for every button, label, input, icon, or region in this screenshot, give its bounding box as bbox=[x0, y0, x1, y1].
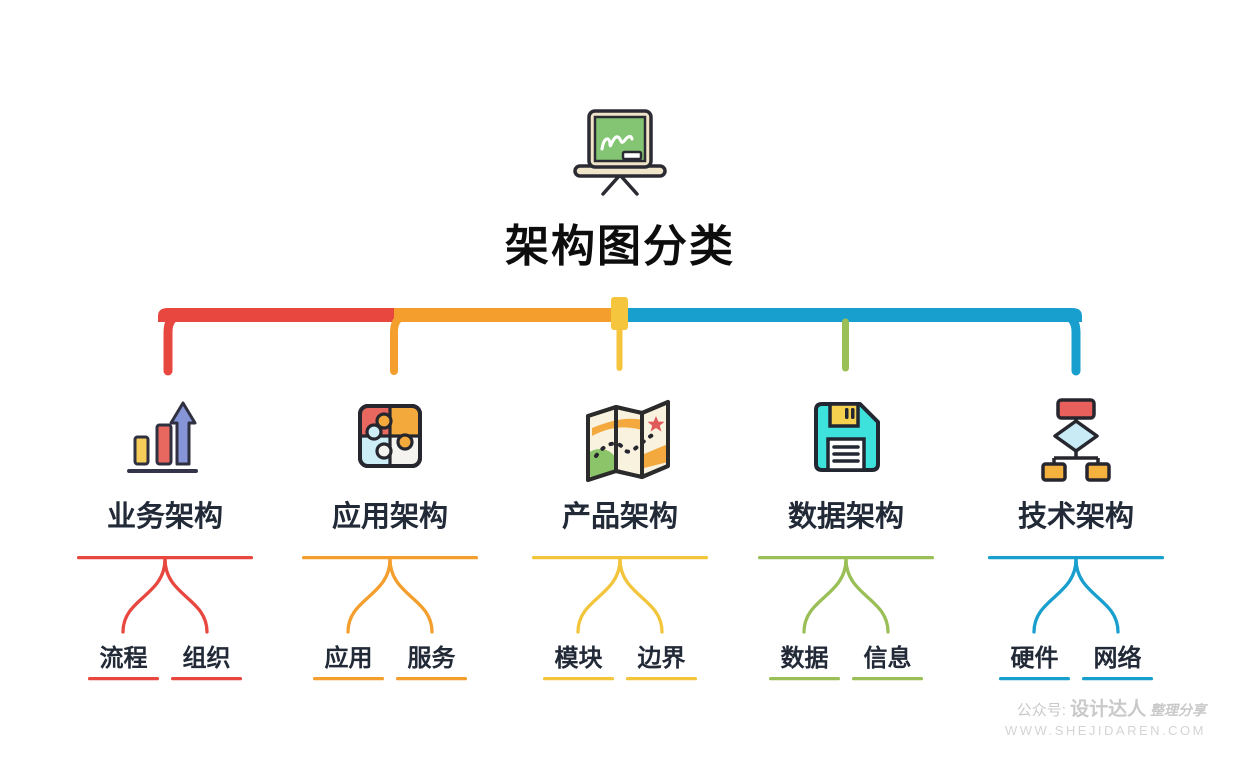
branch-fork bbox=[77, 556, 253, 681]
child-underline bbox=[543, 677, 614, 681]
root-connector bbox=[158, 297, 1082, 376]
branch-data: 数据架构 数据 信息 bbox=[756, 392, 936, 692]
watermark-brand: 设计达人 bbox=[1070, 699, 1147, 720]
child-underline bbox=[171, 677, 242, 681]
bar-chart-icon bbox=[127, 401, 198, 473]
child-label: 组织 bbox=[182, 645, 231, 672]
branch-fork bbox=[758, 556, 934, 681]
watermark-prefix: 公众号: bbox=[1016, 702, 1071, 719]
connector-segment-middle bbox=[394, 308, 614, 322]
child-label: 边界 bbox=[637, 645, 686, 672]
child-label: 硬件 bbox=[1010, 645, 1059, 672]
connector-segment-right bbox=[628, 308, 1082, 322]
puzzle-icon bbox=[358, 404, 422, 468]
branch-fork bbox=[988, 556, 1164, 681]
fork-curve-right bbox=[618, 557, 664, 634]
fork-curve-left bbox=[576, 557, 622, 634]
child-label: 流程 bbox=[99, 645, 148, 672]
child-underline bbox=[313, 677, 384, 681]
child-underline bbox=[396, 677, 467, 681]
fork-curve-left bbox=[121, 557, 167, 634]
child-underline bbox=[999, 677, 1070, 681]
floppy-disk-icon bbox=[814, 402, 880, 472]
fork-curve-left bbox=[346, 557, 392, 634]
branch-label: 应用架构 bbox=[331, 501, 448, 533]
child-label: 服务 bbox=[407, 645, 456, 672]
fork-curve-right bbox=[163, 557, 209, 634]
child-label: 数据 bbox=[780, 645, 829, 672]
watermark-url: WWW.SHEJIDAREN.COM bbox=[1005, 723, 1206, 738]
child-label: 模块 bbox=[554, 645, 603, 672]
child-label: 信息 bbox=[863, 645, 912, 672]
map-icon bbox=[586, 400, 670, 482]
branch-technology: 技术架构 硬件 网络 bbox=[986, 392, 1166, 692]
child-label: 应用 bbox=[324, 645, 373, 672]
fork-curve-right bbox=[388, 557, 434, 634]
connector-drop-middle bbox=[390, 311, 414, 375]
watermark: 公众号: 设计达人 整理分享 WWW.SHEJIDAREN.COM bbox=[1005, 699, 1206, 740]
fork-curve-left bbox=[1032, 557, 1078, 634]
child-underline bbox=[1082, 677, 1153, 681]
branch-business: 业务架构 流程 组织 bbox=[75, 392, 255, 692]
branch-label: 产品架构 bbox=[561, 501, 678, 533]
child-underline bbox=[88, 677, 159, 681]
connector-drop-left bbox=[163, 310, 189, 376]
child-underline bbox=[852, 677, 923, 681]
fork-curve-right bbox=[844, 557, 890, 634]
connector-drop-right bbox=[1055, 310, 1081, 376]
child-underline bbox=[769, 677, 840, 681]
page-title: 架构图分类 bbox=[505, 222, 735, 271]
fork-curve-left bbox=[802, 557, 848, 634]
flowchart-icon bbox=[1041, 398, 1111, 482]
connector-center-tab bbox=[611, 297, 628, 330]
blackboard-icon bbox=[573, 109, 667, 196]
watermark-line1: 公众号: 设计达人 整理分享 bbox=[1005, 699, 1206, 720]
branch-label: 技术架构 bbox=[1017, 501, 1134, 533]
connector-segment-left bbox=[158, 308, 398, 322]
watermark-suffix: 整理分享 bbox=[1146, 702, 1206, 718]
branch-fork bbox=[532, 556, 708, 681]
branch-label: 业务架构 bbox=[106, 501, 223, 533]
child-label: 网络 bbox=[1093, 645, 1142, 672]
branch-application: 应用架构 应用 服务 bbox=[300, 392, 480, 692]
branch-label: 数据架构 bbox=[787, 501, 904, 533]
fork-curve-right bbox=[1074, 557, 1120, 634]
branch-fork bbox=[302, 556, 478, 681]
branch-product: 产品架构 模块 边界 bbox=[530, 392, 710, 692]
child-underline bbox=[626, 677, 697, 681]
